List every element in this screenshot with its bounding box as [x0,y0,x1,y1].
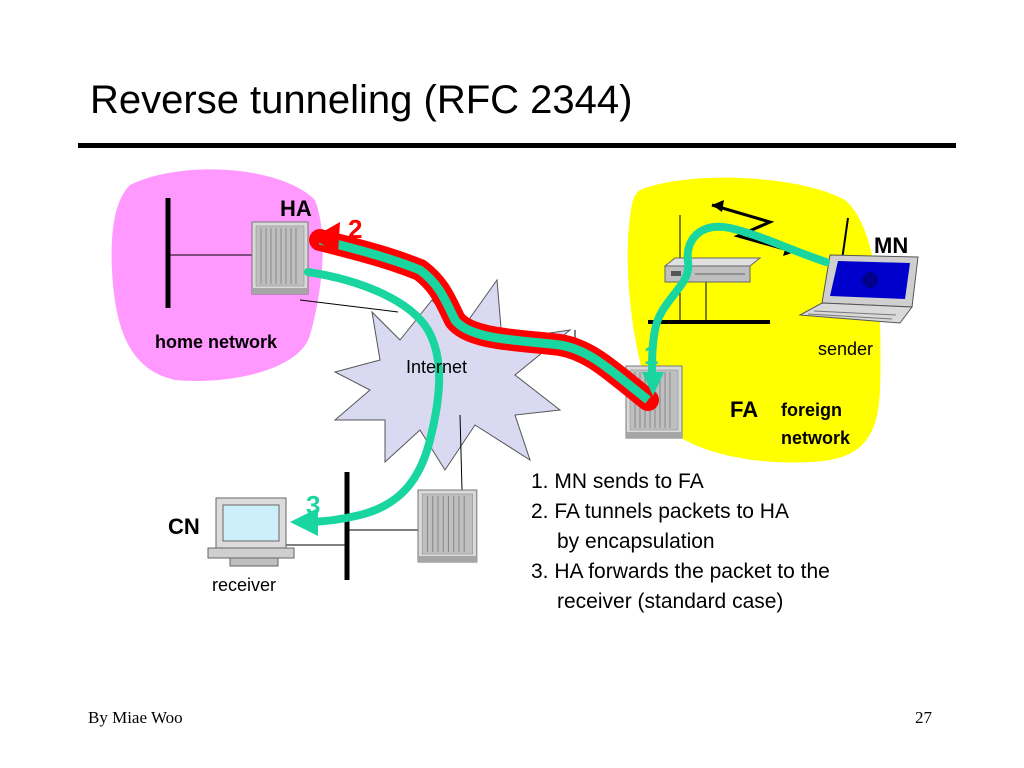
internet-label: Internet [406,357,468,377]
ha-to-cn-path [301,268,444,526]
fa-label: FA [730,397,759,422]
cn-label: CN [168,514,200,539]
mn-label: MN [874,233,909,258]
page-number: 27 [915,708,932,727]
home-network-label: home network [155,332,278,352]
step-item-1: 1. MN sends to FA [531,470,704,493]
ha-to-cn-arrowhead [290,508,318,536]
title-underline [78,143,956,148]
mn-to-fa-arrowhead [642,372,664,396]
step-item-2: 2. FA tunnels packets to HA [531,500,789,523]
step-marker-1: 1 [644,340,659,370]
tunnel-arrowhead [312,222,340,254]
sender-label: sender [818,339,874,359]
internet-cloud [333,278,572,471]
step-marker-2: 2 [348,214,363,244]
workstation-icon [207,497,295,567]
step-item-3: 3. HA forwards the packet to the [531,560,830,583]
ha-router-icon [251,221,309,295]
step-item-2-continuation: by encapsulation [557,530,715,553]
ha-label: HA [280,196,312,221]
cn-router-icon [417,489,478,563]
footer-author: By Miae Woo [88,708,183,727]
foreign-network-label-line2: network [781,428,851,448]
steps-list: 1. MN sends to FA 2. FA tunnels packets … [531,467,830,617]
step-item-3-continuation: receiver (standard case) [557,590,784,613]
step-marker-3: 3 [306,490,321,520]
laptop-icon [798,254,919,324]
access-point-icon [663,257,762,283]
receiver-label: receiver [212,575,277,595]
slide-title: Reverse tunneling (RFC 2344) [90,78,633,122]
mn-to-fa-path [648,222,830,382]
foreign-network-label-line1: foreign [781,400,842,420]
